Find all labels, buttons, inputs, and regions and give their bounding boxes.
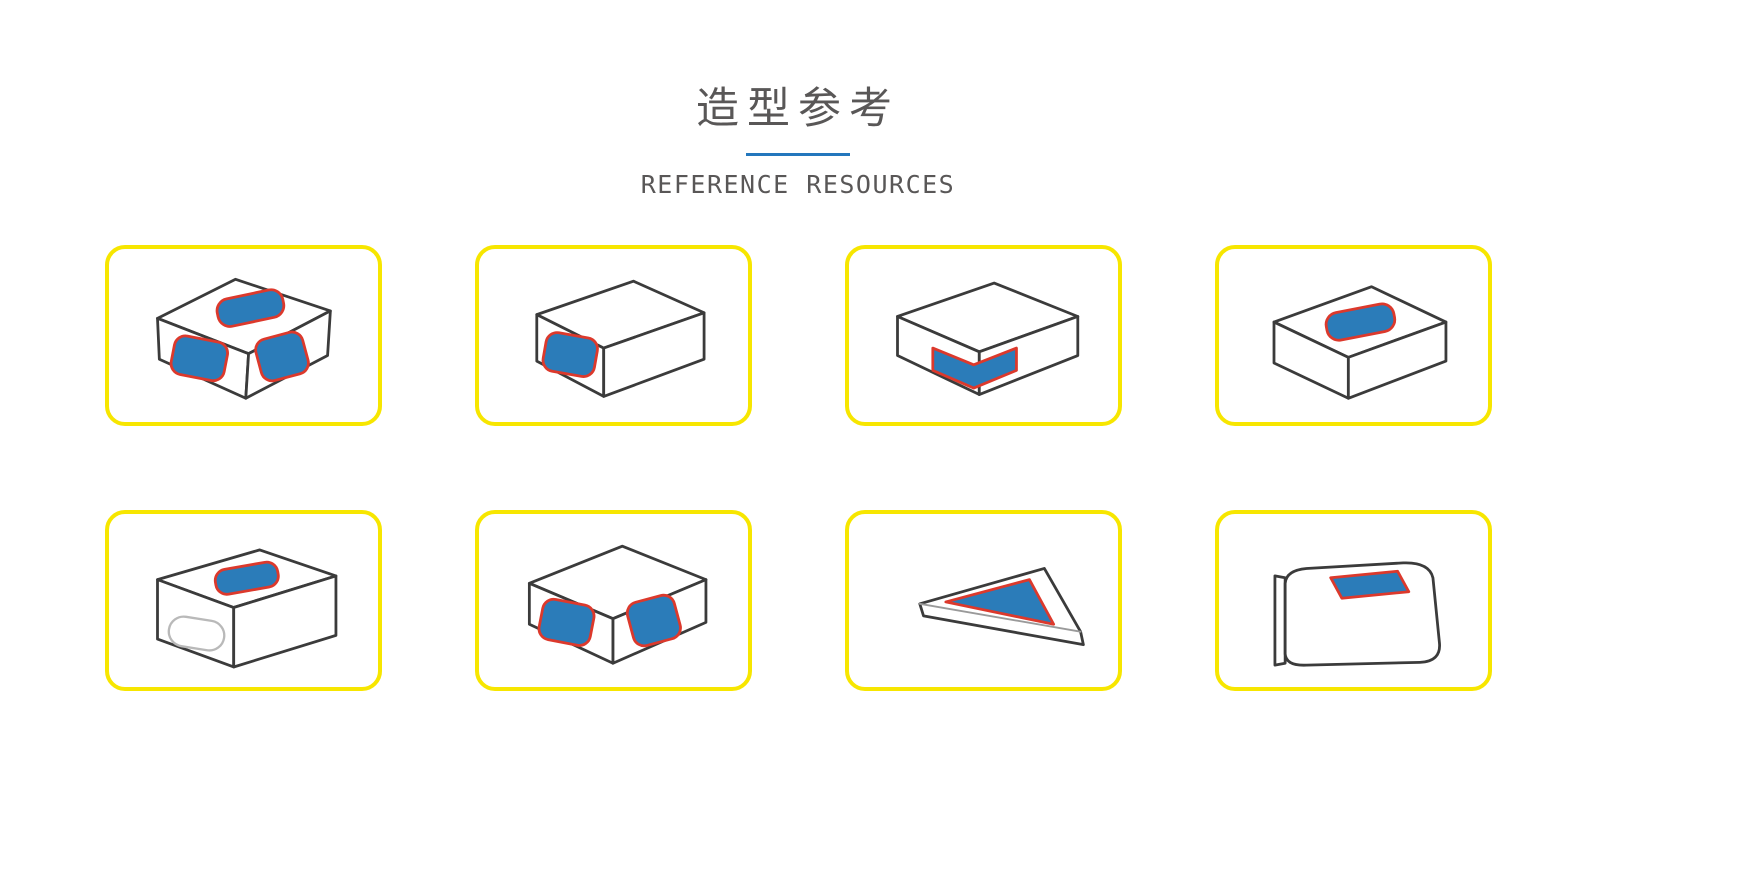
- title-divider: [746, 153, 850, 156]
- box-top-window-icon: [1272, 284, 1448, 400]
- reference-card: [1214, 245, 1492, 426]
- box-chevron-front-window-icon: [896, 281, 1080, 396]
- reference-card: [1214, 510, 1492, 691]
- page-title: 造型参考: [696, 84, 900, 134]
- reference-card: [474, 510, 752, 691]
- reference-card: [474, 245, 752, 426]
- box-top-and-two-front-windows-icon: [156, 277, 332, 400]
- box-two-front-windows-icon: [527, 544, 708, 665]
- box-top-window-and-diecut-front-icon: [156, 547, 338, 668]
- reference-card: [104, 510, 382, 691]
- pouch-top-window-icon: [1273, 560, 1441, 667]
- reference-card: [844, 245, 1122, 426]
- box-single-front-window-icon: [535, 279, 706, 398]
- section-header: 造型参考 REFERENCE RESOURCES: [0, 0, 1596, 199]
- reference-card-grid: [0, 245, 1596, 691]
- wedge-box-triangle-top-window-icon: [918, 566, 1085, 646]
- reference-card: [104, 245, 382, 426]
- page-subtitle: REFERENCE RESOURCES: [640, 170, 956, 199]
- reference-resources-section: 造型参考 REFERENCE RESOURCES: [0, 0, 1596, 691]
- reference-card: [844, 510, 1122, 691]
